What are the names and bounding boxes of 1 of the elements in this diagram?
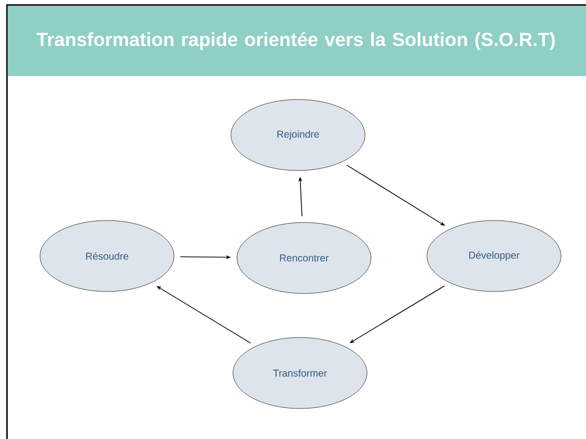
title-band: Transformation rapide orientée vers la Solution (S.O.R.T) — [8, 6, 586, 76]
